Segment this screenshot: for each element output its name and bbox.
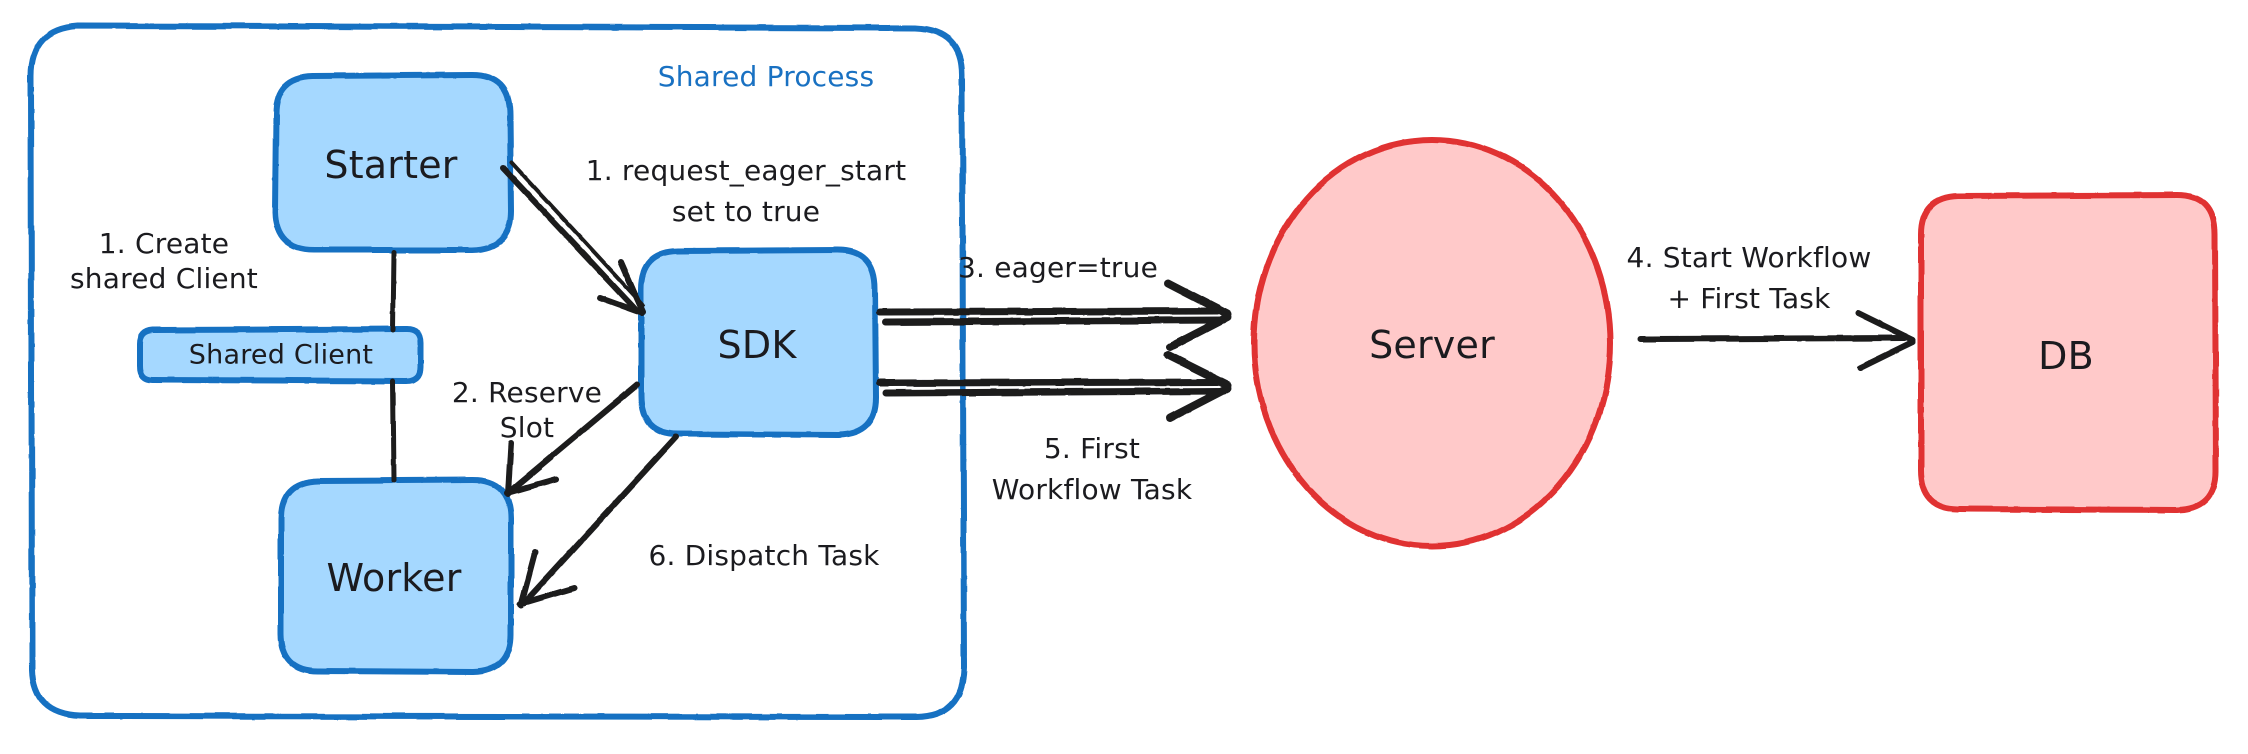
edge-sdk-worker-reserve-slot — [504, 382, 640, 497]
node-starter-shape[interactable] — [272, 72, 514, 253]
edge-starter-sdk — [500, 161, 646, 316]
edge-starter-shared-client — [390, 249, 397, 333]
node-shared-client-shape[interactable] — [137, 326, 424, 384]
node-db-shape[interactable] — [1918, 192, 2219, 513]
edge-server-sdk-first-workflow-task — [876, 351, 1232, 422]
shared-process-frame — [28, 23, 967, 720]
node-server-shape[interactable] — [1251, 137, 1613, 549]
edge-server-db — [1637, 310, 1916, 371]
node-sdk-shape[interactable] — [638, 247, 879, 438]
edge-sdk-worker-dispatch-task — [517, 434, 679, 608]
edge-shared-client-worker — [390, 378, 397, 484]
edge-sdk-server-eager-true — [876, 279, 1232, 351]
node-worker-shape[interactable] — [278, 477, 514, 675]
